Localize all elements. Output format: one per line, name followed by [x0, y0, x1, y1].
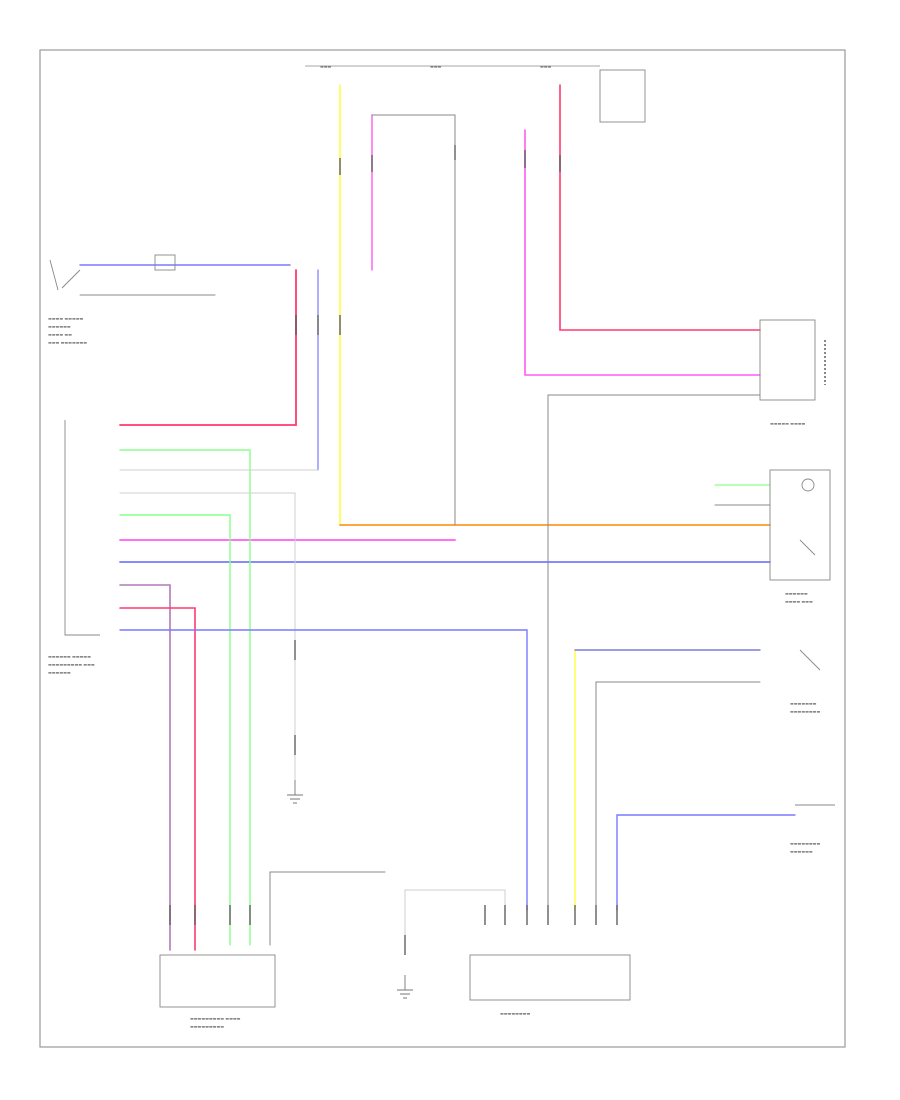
wires: [79, 84, 796, 951]
svg-text:▬▬▬▬▬▬▬▬▬: ▬▬▬▬▬▬▬▬▬: [190, 1024, 224, 1029]
svg-text:▬▬▬▬▬▬▬▬: ▬▬▬▬▬▬▬▬: [790, 709, 820, 714]
svg-text:▬▬▬▬▬▬▬▬▬ ▬▬▬: ▬▬▬▬▬▬▬▬▬ ▬▬▬: [48, 662, 95, 667]
wire-green-1: [119, 449, 251, 946]
wire-gray-bottom-2: [404, 889, 506, 946]
wire-gray-right: [547, 394, 761, 911]
wire-gray-bottom: [269, 871, 386, 946]
wire-blue-lowest: [616, 814, 796, 911]
svg-text:▬▬▬▬ ▬▬▬▬▬: ▬▬▬▬ ▬▬▬▬▬: [48, 316, 84, 321]
svg-text:▬▬▬▬▬ ▬▬▬▬: ▬▬▬▬▬ ▬▬▬▬: [770, 421, 806, 426]
svg-text:▬▬▬ ▬▬▬▬▬▬▬: ▬▬▬ ▬▬▬▬▬▬▬: [48, 340, 87, 345]
svg-text:▬▬▬: ▬▬▬: [540, 64, 552, 69]
wire-red-left: [119, 269, 297, 426]
ground-symbol-a: [287, 780, 303, 804]
control-module: ▬▬▬▬▬▬ ▬▬▬▬▬ ▬▬▬▬▬▬▬▬▬ ▬▬▬ ▬▬▬▬▬▬: [48, 420, 100, 675]
svg-text:▬▬▬▬▬▬▬: ▬▬▬▬▬▬▬: [790, 701, 817, 706]
bottom-module: ▬▬▬▬▬▬▬▬: [469, 954, 631, 1016]
svg-text:▬▬▬▬▬▬▬▬▬ ▬▬▬▬: ▬▬▬▬▬▬▬▬▬ ▬▬▬▬: [190, 1016, 241, 1021]
wire-green-2: [119, 514, 231, 946]
right-switch-b: ▬▬▬▬▬▬▬▬ ▬▬▬▬▬▬: [790, 804, 835, 854]
svg-text:▬▬▬▬ ▬▬▬: ▬▬▬▬ ▬▬▬: [785, 599, 813, 604]
svg-text:▬▬▬▬▬▬▬▬: ▬▬▬▬▬▬▬▬: [500, 1011, 530, 1016]
svg-text:▬▬▬: ▬▬▬: [320, 64, 332, 69]
svg-text:▬▬▬▬▬▬: ▬▬▬▬▬▬: [785, 591, 808, 596]
combination-meter: ▬▬▬▬▬ ▬▬▬▬: [759, 319, 826, 426]
wire-blue-lower: [119, 629, 528, 911]
wire-red-right: [559, 84, 761, 331]
wire-gray-lower: [595, 681, 761, 911]
wire-gray-5: [119, 492, 296, 781]
svg-text:▬▬▬▬▬▬▬▬: ▬▬▬▬▬▬▬▬: [790, 841, 820, 846]
wire-gray-upper: [371, 114, 456, 526]
svg-text:▬▬▬▬▬▬ ▬▬▬▬▬: ▬▬▬▬▬▬ ▬▬▬▬▬: [48, 654, 91, 659]
svg-text:▬▬▬▬▬▬: ▬▬▬▬▬▬: [48, 670, 71, 675]
diagram-frame: [39, 49, 846, 1048]
wire-pink-right: [524, 129, 761, 376]
transfer-switch: ▬▬▬▬ ▬▬▬▬▬ ▬▬▬▬▬▬ ▬▬▬▬ ▬▬ ▬▬▬ ▬▬▬▬▬▬▬: [48, 254, 176, 345]
wire-yellow-lower: [574, 649, 761, 911]
svg-text:▬▬▬▬ ▬▬: ▬▬▬▬ ▬▬: [48, 332, 72, 337]
svg-text:▬▬▬▬▬▬: ▬▬▬▬▬▬: [790, 849, 813, 854]
svg-text:▬▬▬▬▬▬: ▬▬▬▬▬▬: [48, 324, 71, 329]
indicator-lamp: ▬▬▬▬▬▬ ▬▬▬▬ ▬▬▬: [769, 469, 831, 604]
right-switch-a: ▬▬▬▬▬▬▬ ▬▬▬▬▬▬▬▬: [790, 649, 820, 714]
svg-text:▬▬▬: ▬▬▬: [430, 64, 442, 69]
ground-symbol-b: [397, 975, 413, 999]
shift-motor: ▬▬▬▬▬▬▬▬▬ ▬▬▬▬ ▬▬▬▬▬▬▬▬▬: [159, 954, 276, 1029]
wire-red-bottom: [119, 607, 196, 951]
fuse-group: ▬▬▬ ▬▬▬ ▬▬▬: [305, 64, 646, 123]
wire-violet: [119, 584, 171, 951]
connectors: [169, 145, 618, 955]
